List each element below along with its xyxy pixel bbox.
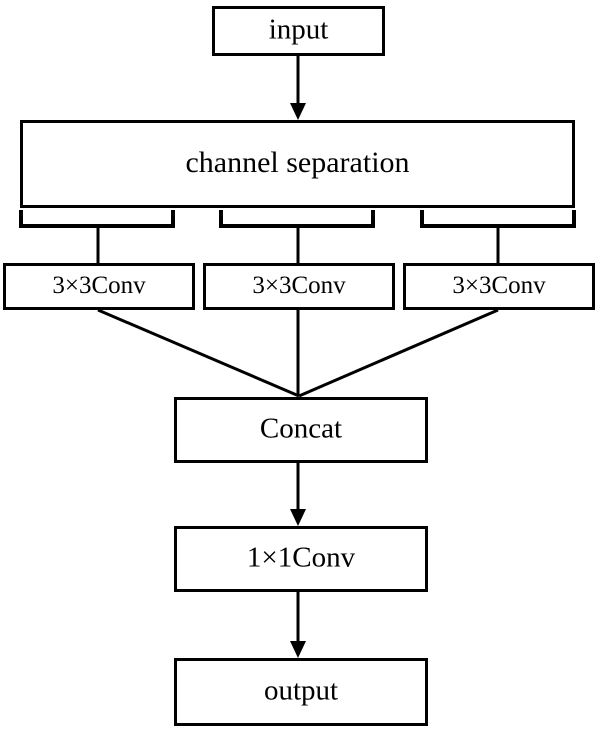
node-output[interactable]: output [174, 658, 428, 726]
bracket-middle-path [219, 210, 375, 228]
node-channel-separation[interactable]: channel separation [20, 120, 575, 208]
edge-conv-left-to-concat [97, 308, 300, 398]
edge-conv1x1-to-output-arrowhead [290, 641, 306, 658]
node-conv-right-label: 3×3Conv [452, 272, 546, 299]
bracket-right-path [420, 210, 576, 228]
node-channel-separation-box [20, 120, 575, 208]
node-conv-left-label: 3×3Conv [52, 272, 146, 299]
node-concat-box [174, 397, 428, 463]
bracket-left [19, 210, 175, 228]
node-conv-1x1-box [174, 526, 428, 592]
node-input-box [212, 6, 385, 56]
node-conv-1x1[interactable]: 1×1Conv [174, 526, 428, 592]
node-conv-middle-box [203, 263, 395, 310]
node-conv-1x1-label: 1×1Conv [247, 542, 356, 574]
edge-conv-left-to-concat-line [97, 308, 300, 398]
node-conv-left-box [3, 263, 195, 310]
node-conv-middle-label: 3×3Conv [252, 272, 346, 299]
node-input-label: input [269, 14, 329, 46]
node-concat[interactable]: Concat [174, 397, 428, 463]
bracket-layer [19, 210, 576, 263]
node-output-box [174, 658, 428, 726]
bracket-middle [219, 210, 375, 228]
edge-conv1x1-to-output [290, 592, 306, 658]
edge-input-to-separation [290, 56, 306, 120]
node-layer: input channel separation 3×3Conv 3×3Conv 3×3… [3, 6, 595, 726]
node-concat-label: Concat [260, 413, 342, 445]
node-conv-middle[interactable]: 3×3Conv [203, 263, 395, 310]
edge-conv-right-to-concat-line [298, 308, 499, 398]
node-channel-separation-label: channel separation [185, 146, 409, 179]
edge-layer [97, 56, 499, 658]
node-output-label: output [264, 675, 338, 707]
edge-concat-to-conv1x1-arrowhead [290, 509, 306, 526]
node-input[interactable]: input [212, 6, 385, 56]
node-conv-left[interactable]: 3×3Conv [3, 263, 195, 310]
bracket-left-path [19, 210, 175, 228]
node-conv-right[interactable]: 3×3Conv [403, 263, 595, 310]
node-conv-right-box [403, 263, 595, 310]
edge-input-to-separation-arrowhead [290, 103, 306, 120]
bracket-right [420, 210, 576, 228]
edge-conv-right-to-concat [298, 308, 499, 398]
edge-concat-to-conv1x1 [290, 463, 306, 526]
